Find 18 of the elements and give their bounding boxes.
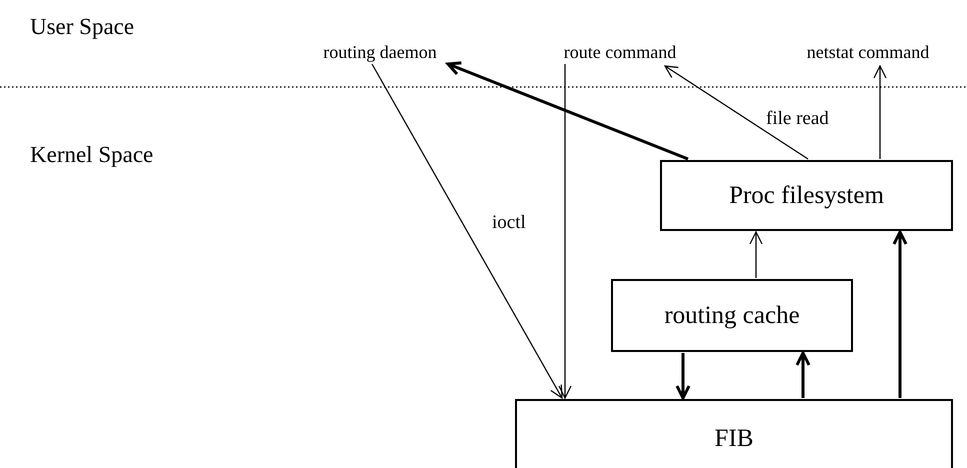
process-box: routing cache bbox=[611, 279, 853, 352]
arrow bbox=[676, 353, 690, 400]
arrow bbox=[892, 230, 908, 398]
arrow bbox=[749, 231, 763, 278]
region-label: Kernel Space bbox=[30, 142, 154, 168]
arrow bbox=[796, 352, 810, 398]
arrow bbox=[446, 61, 689, 160]
arrow bbox=[873, 65, 887, 159]
region-label: User Space bbox=[30, 14, 134, 40]
arrow bbox=[371, 64, 563, 399]
node-label: netstat command bbox=[776, 40, 960, 64]
process-box: Proc filesystem bbox=[660, 160, 953, 231]
node-label: route command bbox=[535, 40, 705, 64]
edge-label: file read bbox=[764, 108, 831, 130]
arrow bbox=[558, 64, 572, 399]
process-box: FIB bbox=[515, 399, 953, 468]
arrow bbox=[664, 65, 808, 160]
node-label: routing daemon bbox=[294, 40, 466, 64]
